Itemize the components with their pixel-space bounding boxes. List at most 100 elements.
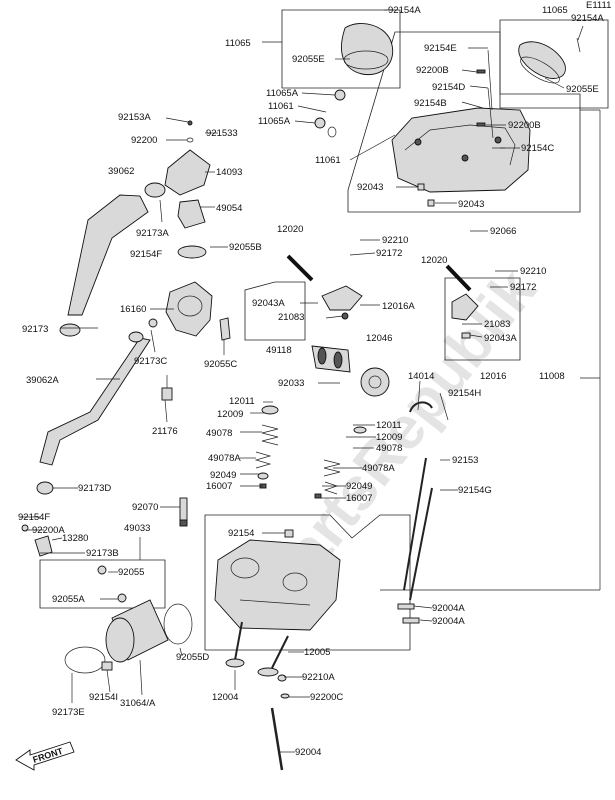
clip-92154 (284, 529, 294, 538)
cylinder-head (214, 539, 341, 631)
part-label-49118: 49118 (266, 345, 292, 356)
part-label-92049: 92049 (346, 481, 372, 492)
part-label-92033: 92033 (278, 378, 304, 389)
long-bolts (403, 457, 433, 601)
part-label-92055b: 92055B (229, 242, 262, 253)
part-label-92154a: 92154A (571, 13, 604, 24)
sprocket-12046 (360, 367, 390, 397)
part-label-92172: 92172 (510, 282, 536, 293)
part-label-92173a: 92173A (136, 228, 169, 239)
part-label-92043: 92043 (357, 182, 383, 193)
part-label-12011: 12011 (229, 396, 255, 407)
valve-guides (397, 603, 420, 624)
camshaft-left (286, 254, 314, 282)
rocker-arm-12016 (451, 293, 479, 339)
part-label-49054: 49054 (216, 203, 242, 214)
group-box-rocker-right (444, 277, 521, 361)
part-label-92055e: 92055E (292, 54, 325, 65)
valve-springs-left (254, 405, 279, 489)
part-label-92210: 92210 (520, 266, 546, 277)
part-label-12009: 12009 (376, 432, 402, 443)
part-label-39062: 39062 (108, 166, 134, 177)
front-label: FRONT (32, 746, 65, 765)
part-label-12020: 12020 (421, 255, 447, 266)
part-label-92154: 92154 (228, 528, 254, 539)
part-label-92173: 92173 (22, 324, 48, 335)
water-pump-16160 (148, 245, 231, 341)
part-label-92154h: 92154H (448, 388, 481, 399)
cylinder-head-cover (391, 107, 531, 193)
part-label-21176: 21176 (152, 426, 178, 437)
part-label-12046: 12046 (366, 333, 392, 344)
part-label-92043a: 92043A (484, 333, 517, 344)
valves (225, 621, 290, 699)
part-label-49078: 49078 (376, 443, 402, 454)
part-label-11065: 11065 (225, 38, 251, 49)
part-label-92049: 92049 (210, 470, 236, 481)
part-label-49078a: 49078A (208, 453, 241, 464)
intake-joint-31064 (101, 599, 193, 671)
part-label-92154e: 92154E (424, 43, 457, 54)
part-label-12004: 12004 (212, 692, 238, 703)
part-label-92154b: 92154B (414, 98, 447, 109)
group-box-cylinder-head-cover (347, 31, 581, 213)
part-label-92004a: 92004A (432, 616, 465, 627)
part-label-92153a: 92153A (118, 112, 151, 123)
part-label-92153: 92153 (452, 455, 478, 466)
part-label-92154f: 92154F (130, 249, 162, 260)
part-label-92173c: 92173C (134, 356, 167, 367)
group-box-top-cover (281, 9, 401, 89)
hose-39062 (67, 194, 149, 316)
part-label-92210a: 92210A (302, 672, 335, 683)
part-label-13280: 13280 (62, 533, 88, 544)
part-label-31064-a: 31064/A (120, 698, 156, 709)
part-label-921533: 921533 (206, 128, 238, 139)
part-label-92070: 92070 (132, 502, 158, 513)
cover-11065-top (341, 23, 394, 76)
part-label-92173b: 92173B (86, 548, 119, 559)
part-label-92200a: 92200A (32, 525, 65, 536)
part-label-92154i: 92154I (89, 692, 118, 703)
part-label-92154c: 92154C (521, 143, 554, 154)
spark-plug-92070 (179, 497, 188, 527)
thermostat-housing (144, 149, 211, 229)
part-label-11065a: 11065A (266, 88, 299, 99)
part-label-11008: 11008 (539, 371, 565, 382)
part-label-21083: 21083 (484, 319, 510, 330)
part-label-92154d: 92154D (432, 82, 465, 93)
part-label-92055e: 92055E (566, 84, 599, 95)
part-label-92154f: 92154F (18, 512, 50, 523)
part-label-92043a: 92043A (252, 298, 285, 309)
part-label-12011: 12011 (376, 420, 402, 431)
part-label-e1111: E1111 (586, 0, 611, 11)
leader-lines (20, 9, 601, 753)
part-label-16007: 16007 (206, 481, 232, 492)
adapter-parts (97, 565, 127, 603)
part-label-49078a: 49078A (362, 463, 395, 474)
chain-guide-14014 (409, 401, 433, 413)
hose-clamps (36, 323, 106, 674)
group-box-cylinder-head (204, 514, 411, 651)
part-label-92172: 92172 (376, 248, 402, 259)
group-box-throttle-adapter (39, 559, 166, 609)
camshaft-49118 (311, 345, 351, 373)
part-label-92055a: 92055A (52, 594, 85, 605)
part-label-21083: 21083 (278, 312, 304, 323)
part-label-12005: 12005 (304, 647, 330, 658)
valve-springs-right (314, 426, 367, 499)
part-label-92210: 92210 (382, 235, 408, 246)
part-label-92004: 92004 (295, 747, 321, 758)
part-label-14014: 14014 (408, 371, 434, 382)
group-box-rocker-left (244, 281, 306, 341)
sensor-13280 (21, 524, 53, 557)
part-label-12016: 12016 (480, 371, 506, 382)
part-label-92200: 92200 (131, 135, 157, 146)
part-label-92055: 92055 (118, 567, 144, 578)
hose-39062A (39, 331, 151, 466)
part-label-11061: 11061 (315, 155, 341, 166)
part-label-92055c: 92055C (204, 359, 237, 370)
part-label-92200b: 92200B (508, 120, 541, 131)
